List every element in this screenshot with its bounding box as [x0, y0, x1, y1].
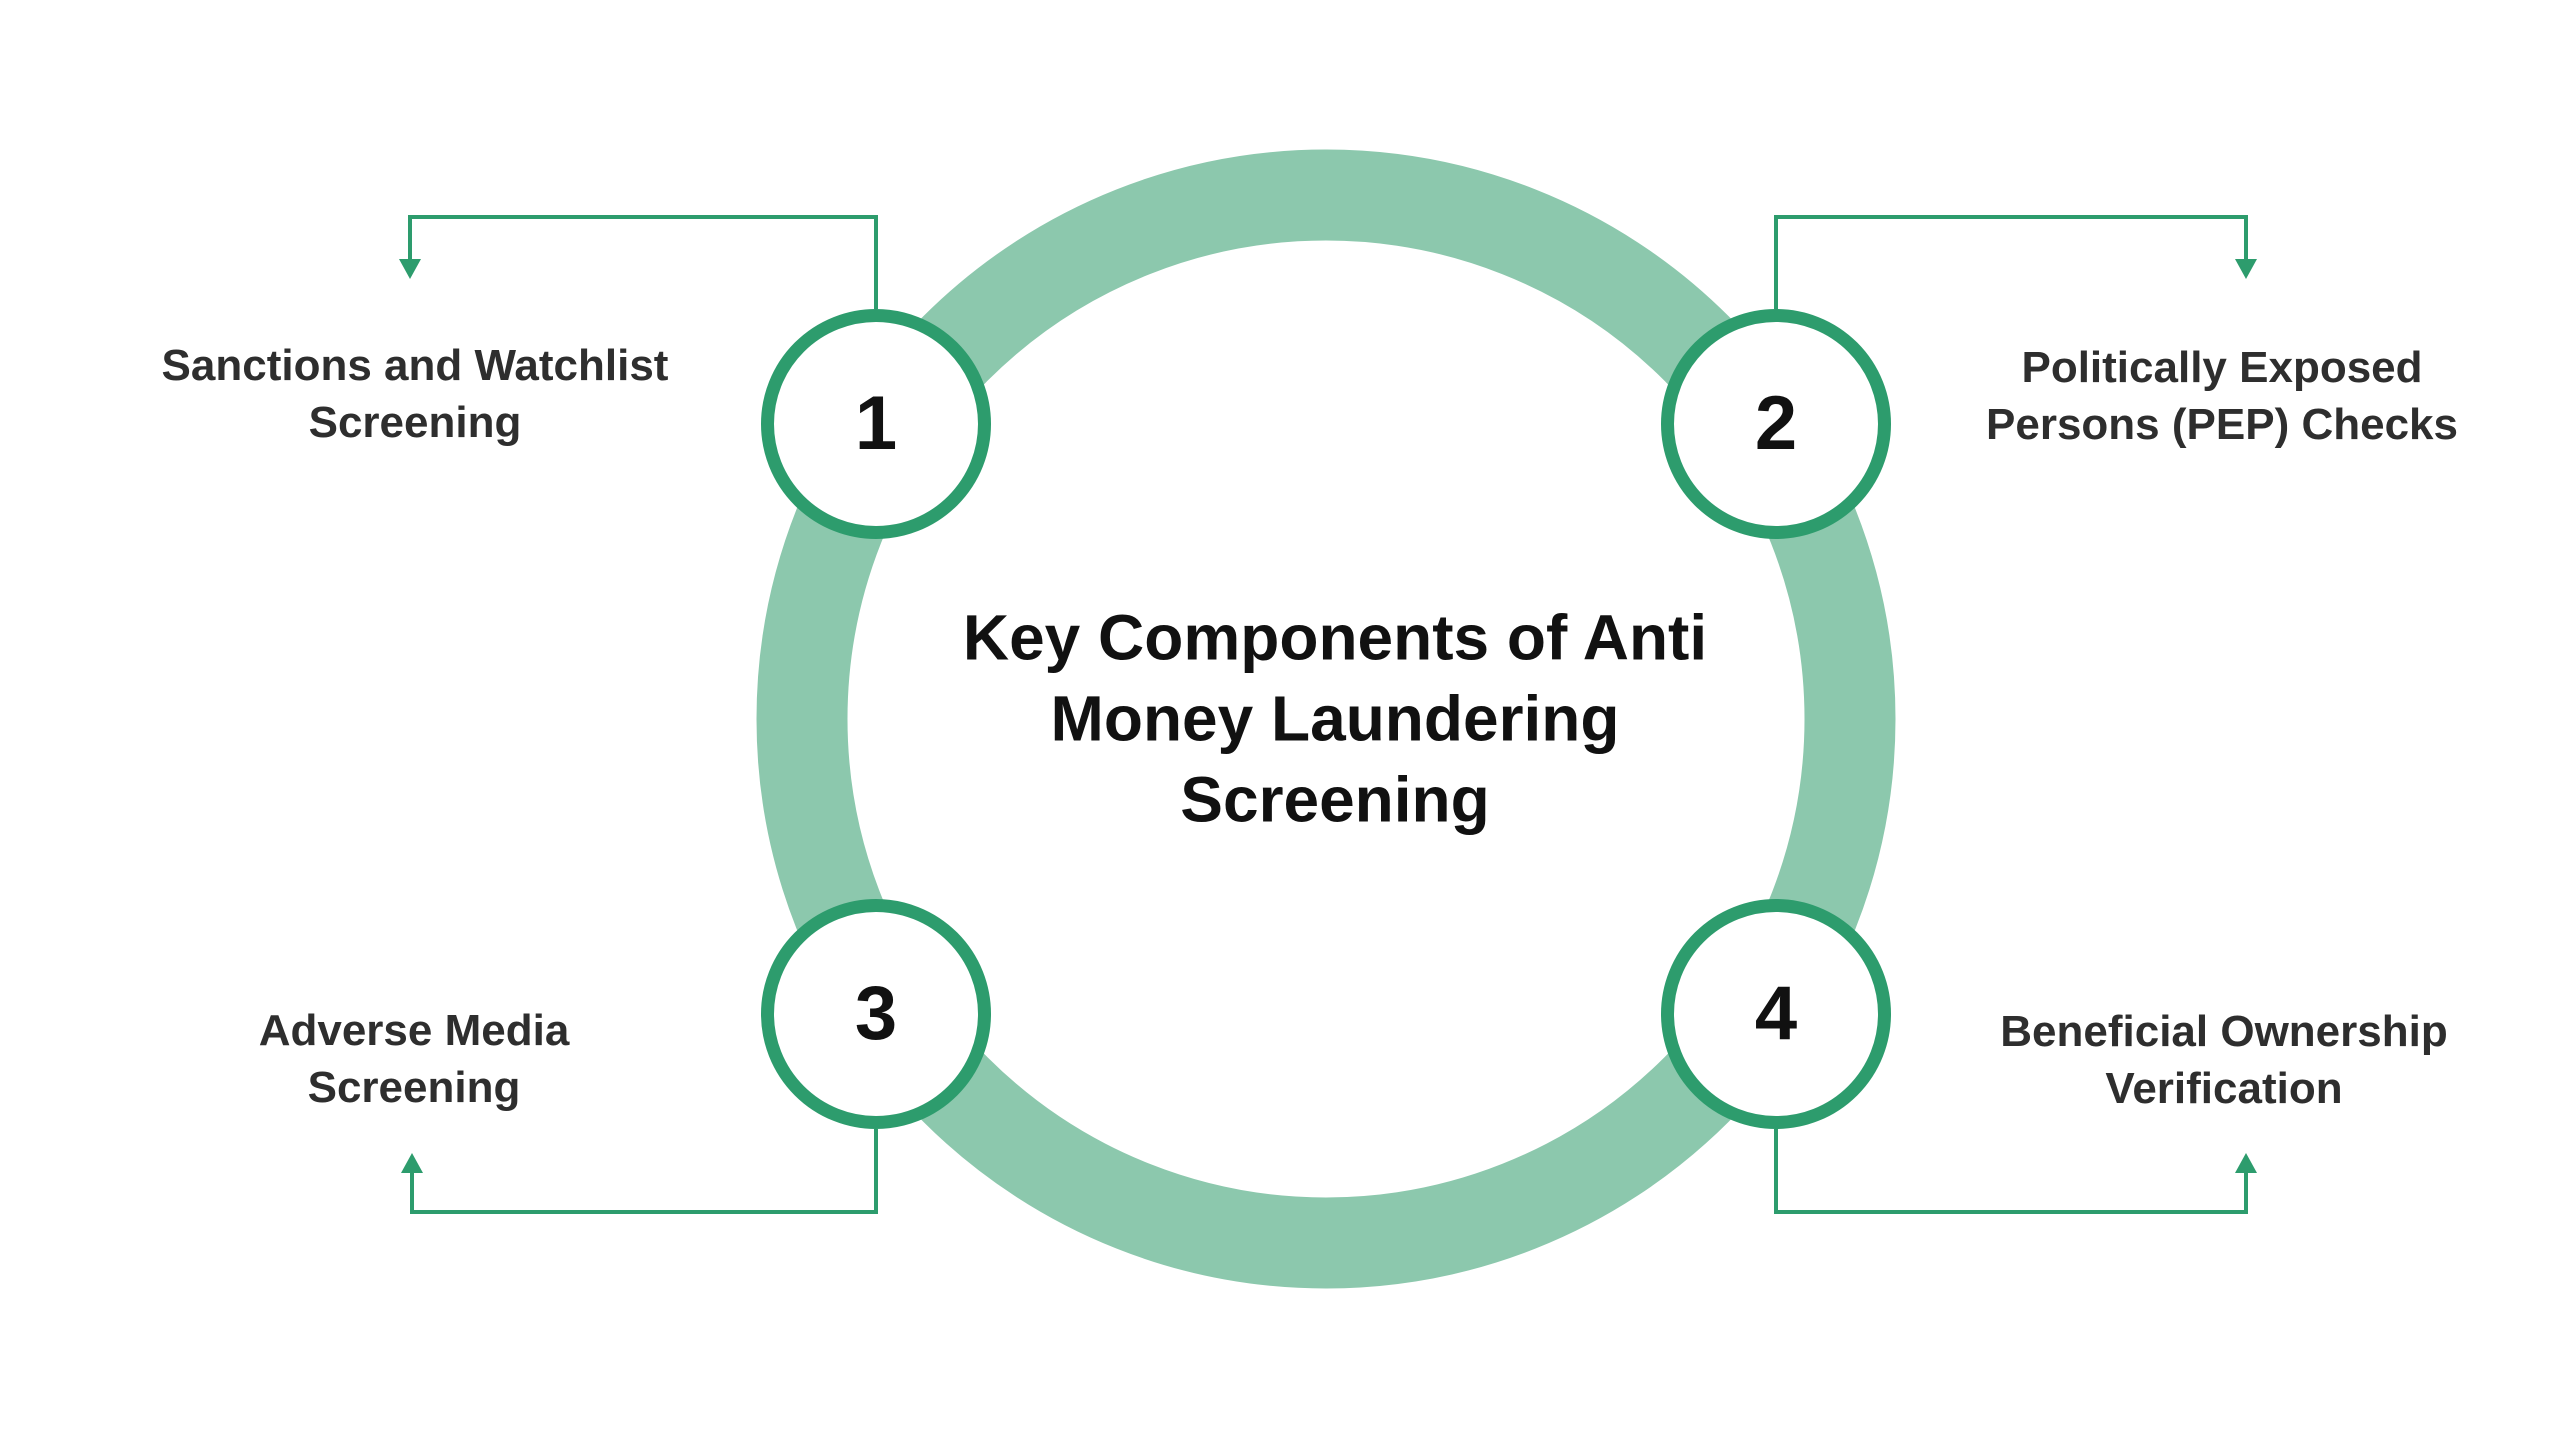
- node-number-4: 4: [1754, 971, 1798, 1056]
- connector-line-1: [408, 215, 878, 309]
- node-circle-2: 2: [1661, 309, 1891, 539]
- label-line: Screening: [308, 398, 522, 447]
- arrow-down-icon-1: [399, 259, 421, 279]
- connector-line-2: [1774, 215, 2248, 309]
- label-beneficial-ownership-verification: Beneficial Ownership Verification: [2000, 1003, 2447, 1117]
- title-line: Screening: [1180, 763, 1490, 836]
- arrow-down-icon-2: [2235, 259, 2257, 279]
- title-line: Key Components of Anti: [962, 601, 1708, 674]
- node-number-2: 2: [1754, 381, 1798, 466]
- label-pep-checks: Politically Exposed Persons (PEP) Checks: [1986, 339, 2458, 453]
- connector-line-3: [410, 1129, 878, 1214]
- label-line: Verification: [2105, 1064, 2343, 1113]
- arrow-up-icon-4: [2235, 1153, 2257, 1173]
- diagram-title: Key Components of Anti Money Laundering …: [963, 598, 1707, 841]
- label-adverse-media-screening: Adverse Media Screening: [259, 1002, 570, 1116]
- label-sanctions-watchlist-screening: Sanctions and Watchlist Screening: [162, 337, 669, 451]
- label-line: Sanctions and Watchlist: [161, 341, 669, 390]
- ring-graphic: [756, 149, 1896, 1289]
- label-line: Persons (PEP) Checks: [1986, 400, 2458, 449]
- label-line: Beneficial Ownership: [2000, 1007, 2448, 1056]
- node-circle-4: 4: [1661, 899, 1891, 1129]
- label-line: Screening: [307, 1063, 521, 1112]
- node-number-1: 1: [854, 381, 898, 466]
- node-circle-1: 1: [761, 309, 991, 539]
- node-circle-3: 3: [761, 899, 991, 1129]
- title-line: Money Laundering: [1050, 682, 1620, 755]
- label-line: Adverse Media: [258, 1006, 570, 1055]
- arrow-up-icon-3: [401, 1153, 423, 1173]
- label-line: Politically Exposed: [2021, 343, 2423, 392]
- node-number-3: 3: [854, 971, 898, 1056]
- connector-line-4: [1774, 1129, 2248, 1214]
